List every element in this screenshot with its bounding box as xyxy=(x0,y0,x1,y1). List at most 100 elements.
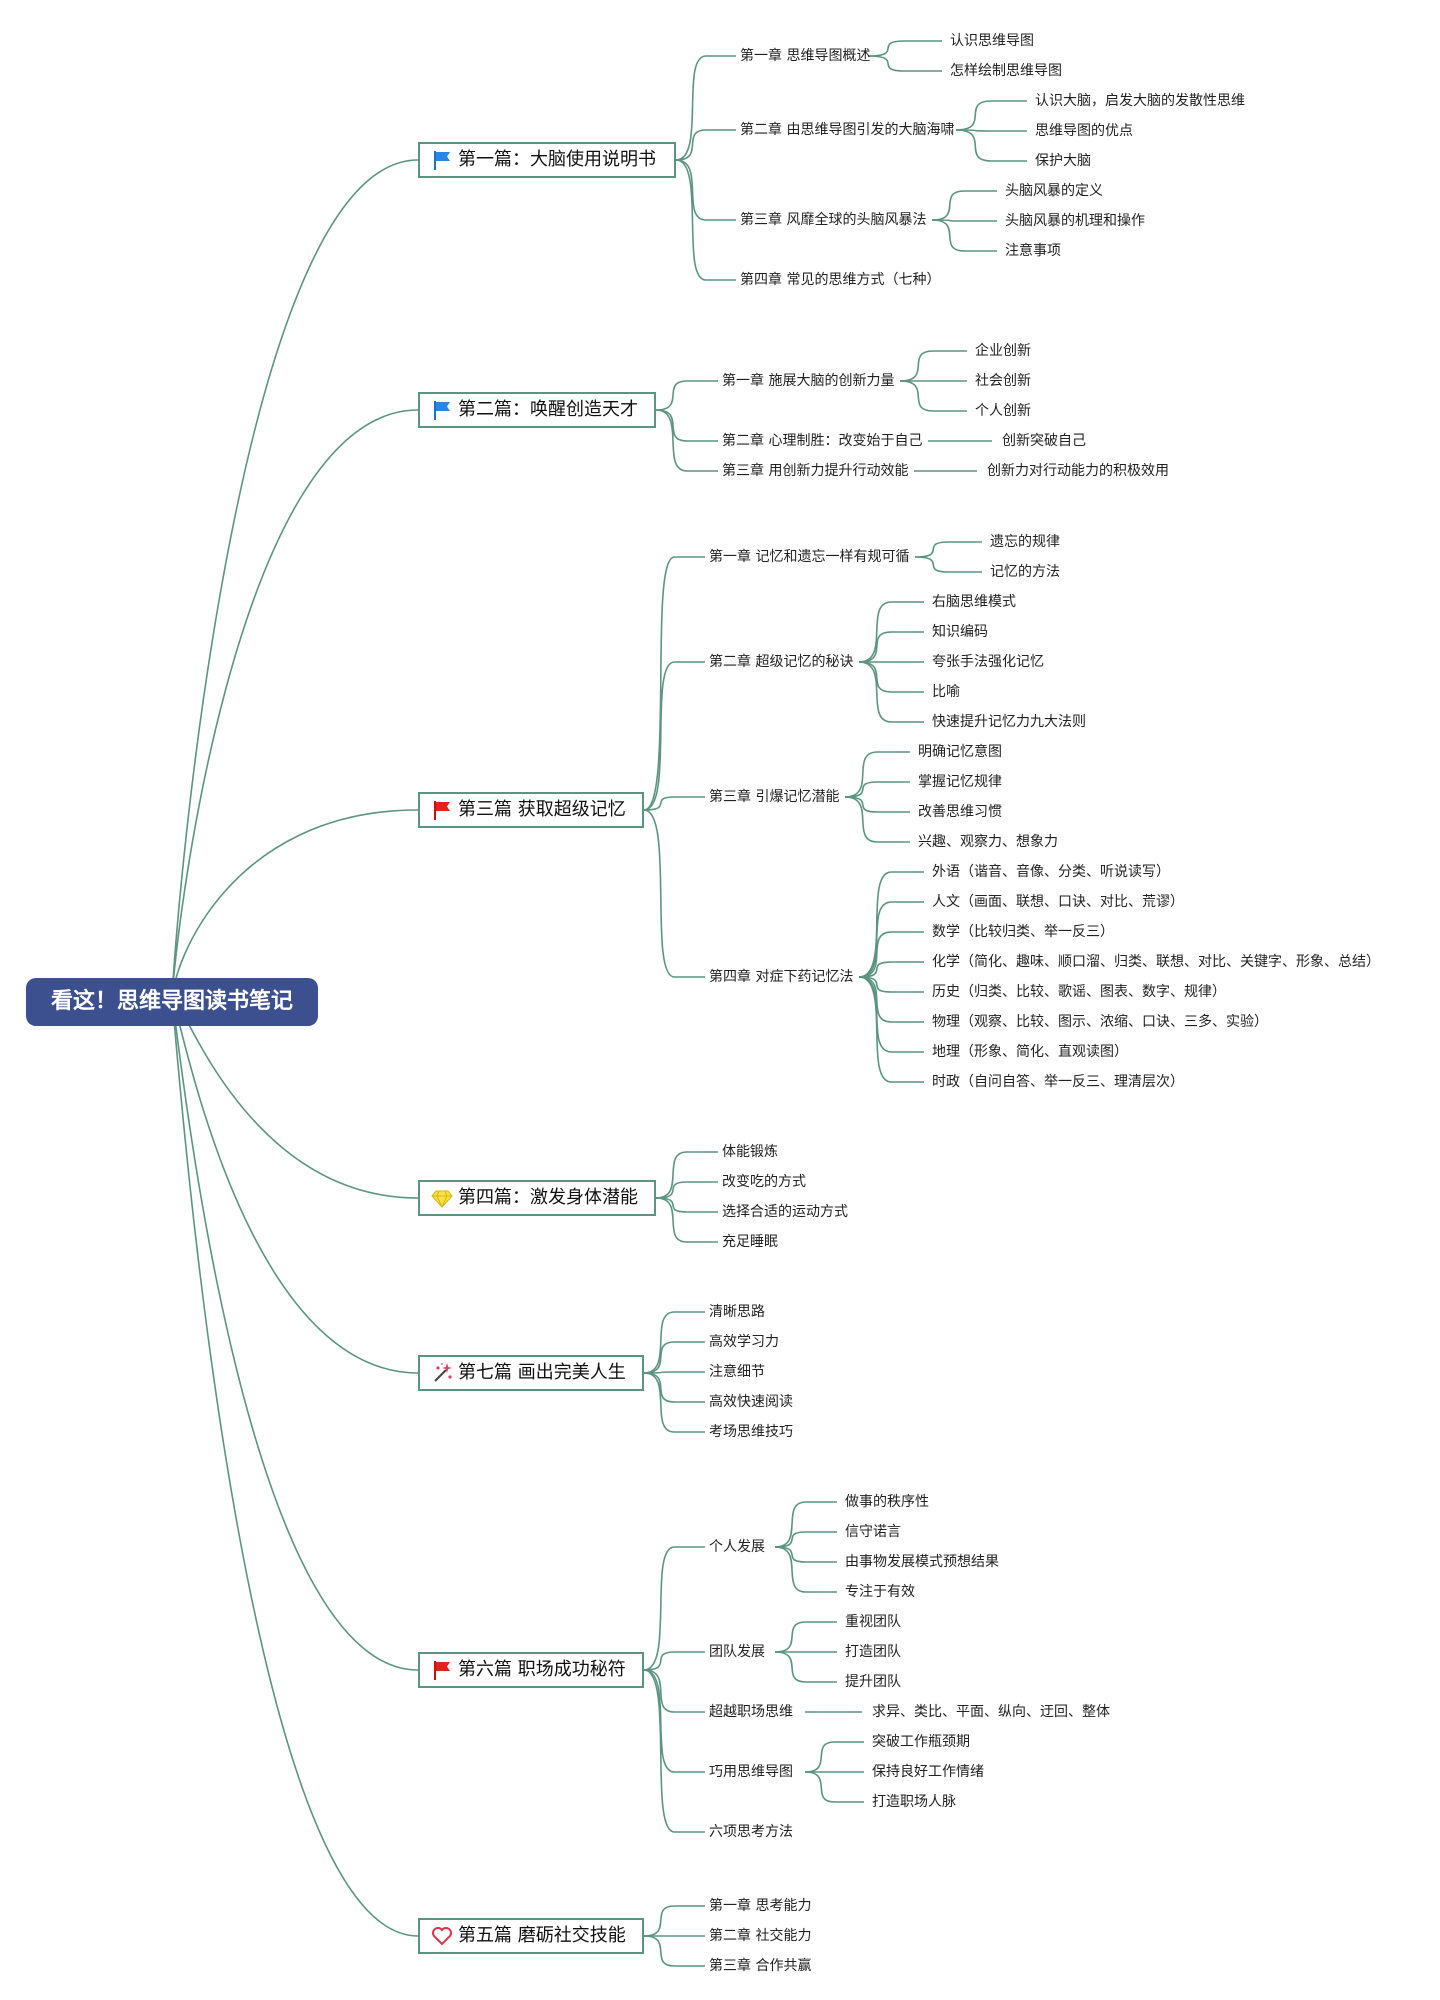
leaf-node[interactable]: 思维导图的优点 xyxy=(1035,123,1133,139)
sparkle-icon xyxy=(430,1361,454,1385)
leaf-node[interactable]: 化学（简化、趣味、顺口溜、归类、联想、对比、关键字、形象、总结） xyxy=(932,954,1380,970)
leaf-node[interactable]: 提升团队 xyxy=(845,1674,901,1690)
leaf-node[interactable]: 怎样绘制思维导图 xyxy=(950,63,1062,79)
section-node[interactable]: 第五篇 磨砺社交技能 xyxy=(418,1918,644,1954)
connector-line xyxy=(655,1197,718,1213)
chapter-node[interactable]: 注意细节 xyxy=(709,1364,765,1380)
red-flag-icon xyxy=(430,798,454,822)
root-topic[interactable]: 看这！思维导图读书笔记 xyxy=(26,978,318,1026)
leaf-node[interactable]: 专注于有效 xyxy=(845,1584,915,1600)
chapter-node[interactable]: 超越职场思维 xyxy=(709,1704,793,1720)
leaf-node[interactable]: 做事的秩序性 xyxy=(845,1494,929,1510)
section-node[interactable]: 第七篇 画出完美人生 xyxy=(418,1355,644,1391)
chapter-node[interactable]: 第一章 思考能力 xyxy=(709,1898,812,1914)
leaf-node[interactable]: 保护大脑 xyxy=(1035,153,1091,169)
connector-line xyxy=(655,1197,718,1243)
section-node[interactable]: 第四篇：激发身体潜能 xyxy=(418,1180,656,1216)
leaf-node[interactable]: 打造职场人脉 xyxy=(872,1794,956,1810)
connector-line xyxy=(844,781,910,798)
heart-icon xyxy=(430,1924,454,1948)
chapter-node[interactable]: 第三章 合作共赢 xyxy=(709,1958,812,1974)
section-node[interactable]: 第一篇：大脑使用说明书 xyxy=(418,142,676,178)
chapter-node[interactable]: 高效学习力 xyxy=(709,1334,779,1350)
connector-line xyxy=(858,976,924,993)
chapter-node[interactable]: 第二章 心理制胜：改变始于自己 xyxy=(722,433,923,449)
leaf-node[interactable]: 企业创新 xyxy=(975,343,1031,359)
leaf-node[interactable]: 保持良好工作情绪 xyxy=(872,1764,984,1780)
leaf-node[interactable]: 由事物发展模式预想结果 xyxy=(845,1554,999,1570)
connector-line xyxy=(675,159,736,221)
leaf-node[interactable]: 时政（自问自答、举一反三、理清层次） xyxy=(932,1074,1184,1090)
leaf-node[interactable]: 右脑思维模式 xyxy=(932,594,1016,610)
leaf-node[interactable]: 创新突破自己 xyxy=(1002,433,1086,449)
chapter-node[interactable]: 选择合适的运动方式 xyxy=(722,1204,848,1220)
connector-line xyxy=(931,219,997,222)
chapter-node[interactable]: 充足睡眠 xyxy=(722,1234,778,1250)
leaf-node[interactable]: 知识编码 xyxy=(932,624,988,640)
connector-line xyxy=(955,100,1027,131)
leaf-node[interactable]: 数学（比较归类、举一反三） xyxy=(932,924,1114,940)
leaf-node[interactable]: 创新力对行动能力的积极效用 xyxy=(987,463,1169,479)
leaf-node[interactable]: 求异、类比、平面、纵向、迂回、整体 xyxy=(872,1704,1110,1720)
chapter-node[interactable]: 第一章 思维导图概述 xyxy=(740,48,871,64)
chapter-node[interactable]: 第二章 超级记忆的秘诀 xyxy=(709,654,854,670)
chapter-node[interactable]: 清晰思路 xyxy=(709,1304,765,1320)
chapter-node[interactable]: 考场思维技巧 xyxy=(709,1424,793,1440)
leaf-node[interactable]: 信守诺言 xyxy=(845,1524,901,1540)
section-label: 第一篇：大脑使用说明书 xyxy=(458,149,656,170)
section-node[interactable]: 第二篇：唤醒创造天才 xyxy=(418,392,656,428)
chapter-node[interactable]: 第一章 施展大脑的创新力量 xyxy=(722,373,895,389)
connector-line xyxy=(643,1651,705,1671)
connector-line xyxy=(643,1372,705,1433)
red-flag-icon xyxy=(430,1658,454,1682)
chapter-node[interactable]: 巧用思维导图 xyxy=(709,1764,793,1780)
leaf-node[interactable]: 打造团队 xyxy=(845,1644,901,1660)
connector-line xyxy=(914,556,982,573)
leaf-node[interactable]: 改善思维习惯 xyxy=(918,804,1002,820)
chapter-node[interactable]: 体能锻炼 xyxy=(722,1144,778,1160)
chapter-node[interactable]: 第四章 常见的思维方式（七种） xyxy=(740,272,941,288)
chapter-node[interactable]: 第一章 记忆和遗忘一样有规可循 xyxy=(709,549,910,565)
blue-flag-icon xyxy=(430,398,454,422)
section-node[interactable]: 第六篇 职场成功秘符 xyxy=(418,1652,644,1688)
leaf-node[interactable]: 历史（归类、比较、歌谣、图表、数字、规律） xyxy=(932,984,1226,1000)
leaf-node[interactable]: 社会创新 xyxy=(975,373,1031,389)
chapter-node[interactable]: 高效快速阅读 xyxy=(709,1394,793,1410)
leaf-node[interactable]: 人文（画面、联想、口诀、对比、荒谬） xyxy=(932,894,1184,910)
leaf-node[interactable]: 头脑风暴的机理和操作 xyxy=(1005,213,1145,229)
leaf-node[interactable]: 物理（观察、比较、图示、浓缩、口诀、三多、实验） xyxy=(932,1014,1268,1030)
leaf-node[interactable]: 头脑风暴的定义 xyxy=(1005,183,1103,199)
leaf-node[interactable]: 记忆的方法 xyxy=(990,564,1060,580)
chapter-node[interactable]: 第二章 由思维导图引发的大脑海啸 xyxy=(740,122,955,138)
chapter-node[interactable]: 第二章 社交能力 xyxy=(709,1928,812,1944)
connector-line xyxy=(171,1000,419,1937)
connector-line xyxy=(171,998,419,1374)
leaf-node[interactable]: 夸张手法强化记忆 xyxy=(932,654,1044,670)
leaf-node[interactable]: 认识思维导图 xyxy=(950,33,1034,49)
leaf-node[interactable]: 快速提升记忆力九大法则 xyxy=(932,714,1086,730)
leaf-node[interactable]: 兴趣、观察力、想象力 xyxy=(918,834,1058,850)
chapter-node[interactable]: 六项思考方法 xyxy=(709,1824,793,1840)
leaf-node[interactable]: 注意事项 xyxy=(1005,243,1061,259)
leaf-node[interactable]: 遗忘的规律 xyxy=(990,534,1060,550)
chapter-node[interactable]: 第三章 用创新力提升行动效能 xyxy=(722,463,909,479)
connector-line xyxy=(171,409,419,1003)
connector-line xyxy=(643,796,705,811)
chapter-node[interactable]: 第三章 引爆记忆潜能 xyxy=(709,789,840,805)
leaf-node[interactable]: 认识大脑，启发大脑的发散性思维 xyxy=(1035,93,1245,109)
leaf-node[interactable]: 地理（形象、简化、直观读图） xyxy=(932,1044,1128,1060)
leaf-node[interactable]: 外语（谐音、音像、分类、听说读写） xyxy=(932,864,1170,880)
chapter-node[interactable]: 个人发展 xyxy=(709,1539,765,1555)
leaf-node[interactable]: 突破工作瓶颈期 xyxy=(872,1734,970,1750)
chapter-node[interactable]: 团队发展 xyxy=(709,1644,765,1660)
chapter-node[interactable]: 改变吃的方式 xyxy=(722,1174,806,1190)
leaf-node[interactable]: 明确记忆意图 xyxy=(918,744,1002,760)
section-node[interactable]: 第三篇 获取超级记忆 xyxy=(418,792,644,828)
leaf-node[interactable]: 重视团队 xyxy=(845,1614,901,1630)
section-label: 第三篇 获取超级记忆 xyxy=(458,799,626,820)
leaf-node[interactable]: 个人创新 xyxy=(975,403,1031,419)
chapter-node[interactable]: 第三章 风靡全球的头脑风暴法 xyxy=(740,212,927,228)
leaf-node[interactable]: 掌握记忆规律 xyxy=(918,774,1002,790)
chapter-node[interactable]: 第四章 对症下药记忆法 xyxy=(709,969,854,985)
leaf-node[interactable]: 比喻 xyxy=(932,684,960,700)
